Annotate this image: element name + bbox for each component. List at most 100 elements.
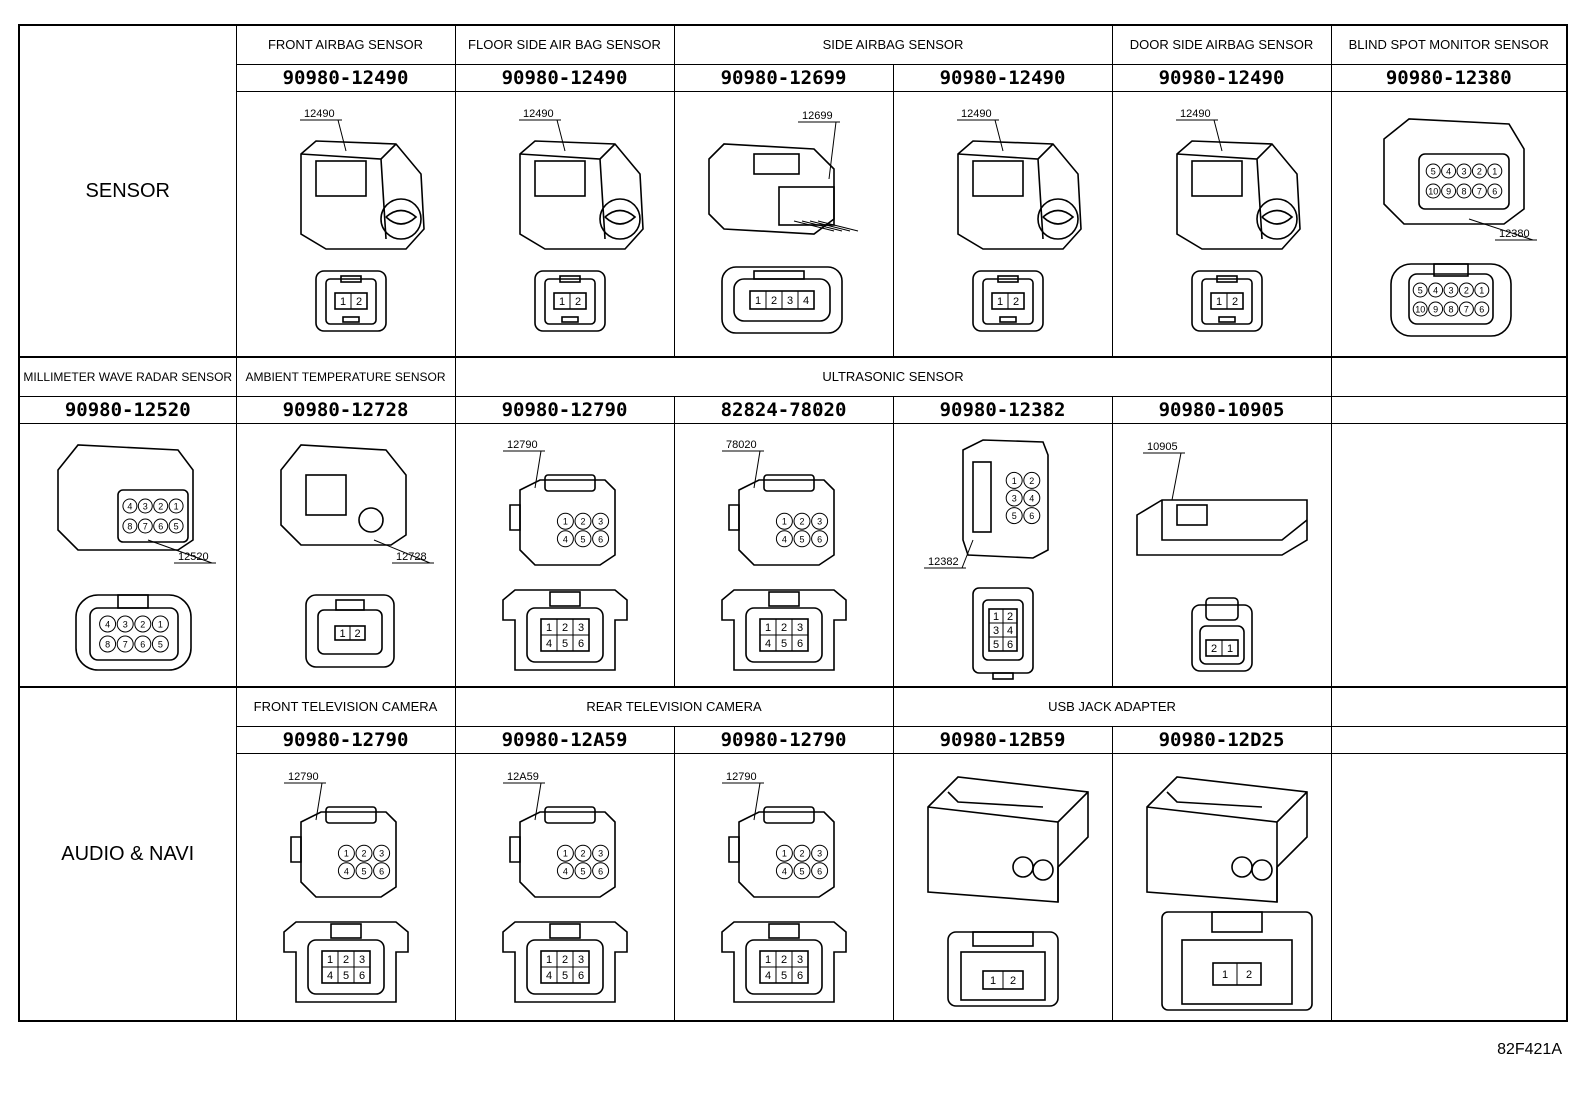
pin-number: 4 <box>545 638 551 650</box>
connector-cell: 123805432110987654321109876 <box>1330 91 1568 358</box>
connector-edge <box>927 791 1089 902</box>
part-tag-label: 10905 <box>1147 441 1178 453</box>
wire <box>809 220 850 232</box>
wire <box>793 220 834 232</box>
latch <box>533 160 586 197</box>
header-side-airbag: SIDE AIRBAG SENSOR <box>673 24 1113 65</box>
leader-line <box>337 119 346 152</box>
pin-number: 2 <box>770 295 776 307</box>
connector-edge <box>300 143 397 240</box>
lock-tab <box>329 923 362 939</box>
face-outline <box>501 589 628 671</box>
pin-number: 5 <box>580 534 585 544</box>
face-outline <box>1190 270 1263 332</box>
pin-number: 2 <box>342 954 348 966</box>
pin-number: 3 <box>1448 286 1453 296</box>
pin-number: 10 <box>1415 305 1425 315</box>
pin-number: 3 <box>143 502 148 512</box>
pin-number: 1 <box>996 296 1002 308</box>
part-number: 90980-12728 <box>235 396 456 424</box>
face-outline <box>971 270 1044 332</box>
connector-body <box>518 479 616 566</box>
leader-line <box>1171 452 1181 501</box>
lock-tab <box>767 923 800 939</box>
pin-number: 2 <box>580 517 585 527</box>
pin-circle <box>1458 282 1474 298</box>
part-number: 90980-10905 <box>1111 396 1332 424</box>
header-empty <box>1330 356 1568 397</box>
pin-number: 8 <box>105 640 110 650</box>
pin-circle <box>1471 183 1487 199</box>
connector-edge <box>957 143 1054 240</box>
pin-number: 1 <box>339 628 345 640</box>
pin-circle <box>1412 301 1428 317</box>
connector-body <box>279 444 407 546</box>
part-number: 90980-12B59 <box>892 726 1113 754</box>
leader-line <box>1213 119 1222 152</box>
pin-number: 5 <box>158 640 163 650</box>
pin-circle <box>168 498 184 514</box>
connector-body <box>1175 140 1301 250</box>
port <box>1031 859 1054 881</box>
connector-body <box>961 439 1049 559</box>
connector-body <box>707 143 835 235</box>
pin-cell <box>1226 292 1243 310</box>
wire <box>801 220 842 232</box>
part-tag-label: 12382 <box>928 556 959 568</box>
face-inner <box>306 939 385 995</box>
lock-tab <box>324 806 377 824</box>
pin-number: 2 <box>799 849 804 859</box>
pin-number: 2 <box>355 296 361 308</box>
face-outline <box>1190 604 1253 672</box>
pin-cell <box>791 966 808 984</box>
pin-number: 3 <box>577 954 583 966</box>
face-outline <box>314 270 387 332</box>
pin-number: 5 <box>992 639 998 651</box>
pin-number: 3 <box>1011 494 1016 504</box>
pin-circle <box>775 530 793 548</box>
connector-body <box>737 479 835 566</box>
lock-tab <box>762 474 815 492</box>
pin-circle <box>574 530 591 548</box>
pin-number: 2 <box>354 628 360 640</box>
pin-number: 1 <box>158 620 163 630</box>
pin-circle <box>1443 282 1459 298</box>
empty-part-cell <box>1330 726 1568 754</box>
part-tag-label: 12790 <box>507 439 538 451</box>
pin-number: 5 <box>1417 286 1422 296</box>
connector-body <box>737 811 835 898</box>
part-number: 90980-12490 <box>1111 64 1332 92</box>
figure-code: 82F421A <box>1497 1041 1562 1058</box>
pin-circle <box>574 844 591 862</box>
pin-number: 1 <box>781 517 786 527</box>
port <box>1230 856 1253 878</box>
pin-number: 5 <box>799 866 804 876</box>
face-inner <box>1180 939 1293 1005</box>
socket <box>598 198 641 240</box>
pin-circle <box>775 844 793 862</box>
key-slot <box>560 316 579 323</box>
key-slot <box>1217 316 1236 323</box>
pin-number: 5 <box>173 522 178 532</box>
pin-number: 7 <box>1477 187 1482 197</box>
part-number: 90980-12490 <box>235 64 456 92</box>
lock-tab <box>1210 911 1263 933</box>
header-empty <box>1330 686 1568 727</box>
part-number: 90980-12A59 <box>454 726 675 754</box>
pin-circle <box>556 862 574 880</box>
pin-circle <box>337 862 355 880</box>
pin-number: 2 <box>561 622 567 634</box>
connector-body <box>518 140 644 250</box>
